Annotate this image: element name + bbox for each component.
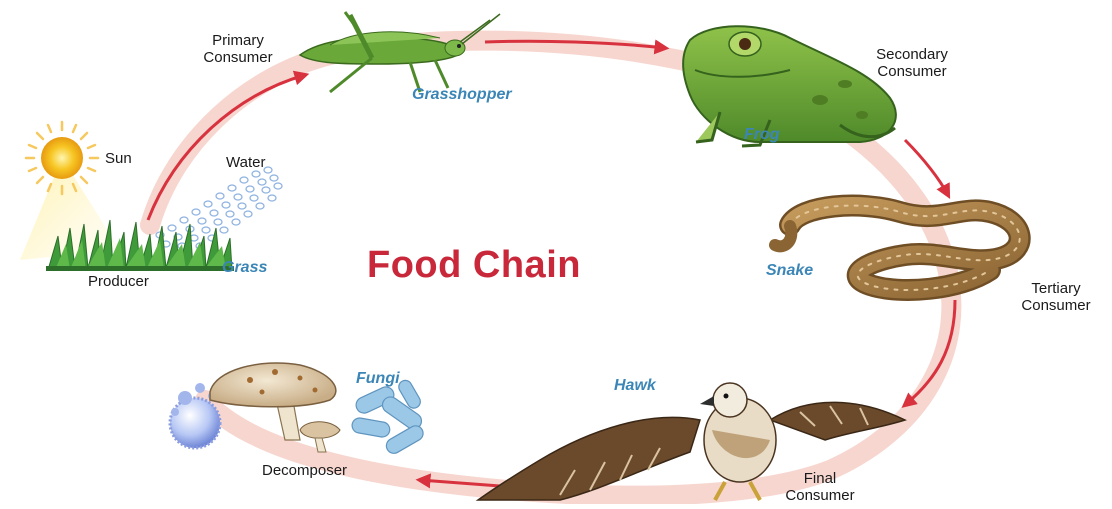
final-consumer-label: Final Consumer [775,470,865,504]
snake-name: Snake [766,262,813,280]
hawk-name: Hawk [614,377,656,395]
grasshopper-name: Grasshopper [412,86,512,104]
grass-name: Grass [222,259,267,277]
water-label: Water [226,154,265,171]
final-label-line-1: Final [775,470,865,487]
sun-label: Sun [105,150,132,167]
tertiary-label-line-1: Tertiary [1006,280,1106,297]
fungi-name: Fungi [356,370,400,388]
tertiary-consumer-label: Tertiary Consumer [1006,280,1106,314]
primary-label-line-2: Consumer [193,49,283,66]
producer-label: Producer [88,273,149,290]
secondary-consumer-label: Secondary Consumer [862,46,962,80]
final-label-line-2: Consumer [775,487,865,504]
tertiary-label-line-2: Consumer [1006,297,1106,314]
secondary-label-line-1: Secondary [862,46,962,63]
grasshopper-icon [300,12,500,92]
primary-label-line-1: Primary [193,32,283,49]
diagram-title: Food Chain [367,244,581,287]
secondary-label-line-2: Consumer [862,63,962,80]
frog-name: Frog [744,126,780,144]
primary-consumer-label: Primary Consumer [193,32,283,66]
frog-icon [683,26,896,146]
decomposer-label: Decomposer [262,462,347,479]
